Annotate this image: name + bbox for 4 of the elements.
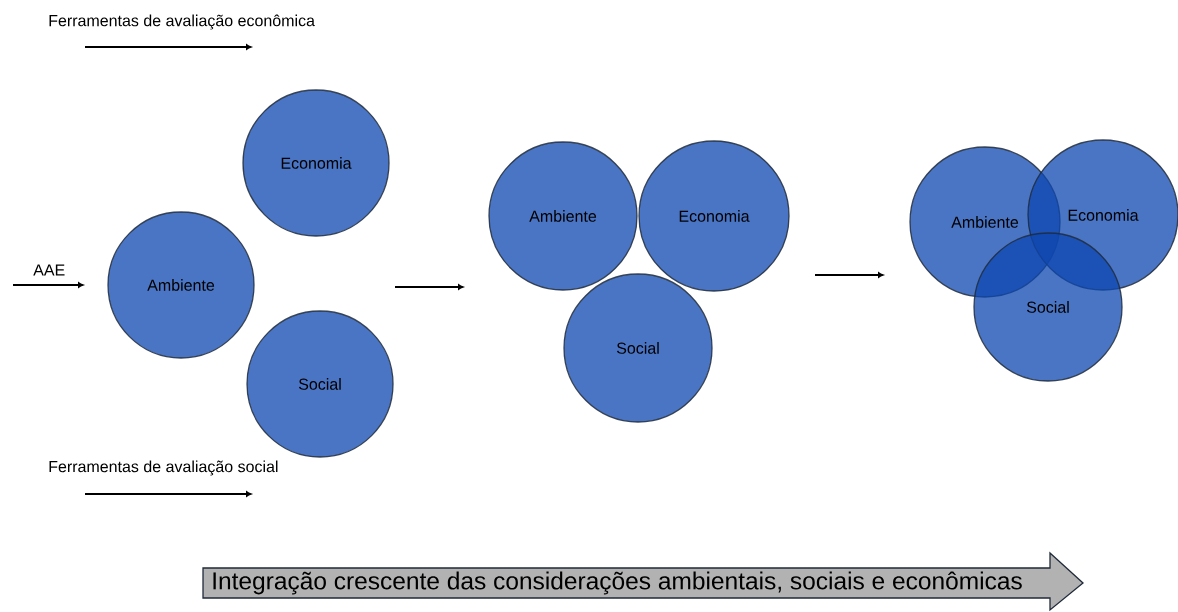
label: Ferramentas de avaliação econômica [49,14,315,30]
arrow-band: Integração crescente das considerações ambientais, sociais e econômicas [202,551,1084,612]
label: Ferramentas de avaliação social [49,460,278,476]
label: AAE [33,264,65,276]
